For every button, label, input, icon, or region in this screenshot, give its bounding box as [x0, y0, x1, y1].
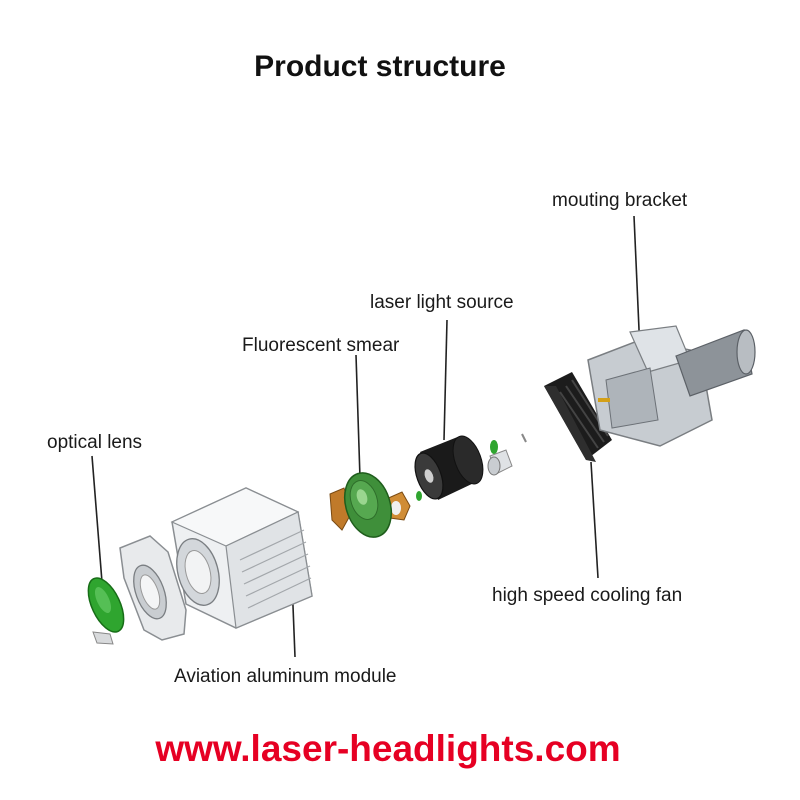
label-mounting-bracket: mouting bracket	[552, 190, 688, 211]
laser-diode-part	[487, 433, 527, 476]
label-cooling-fan: high speed cooling fan	[492, 585, 683, 606]
page-title: Product structure	[254, 50, 506, 83]
optical-lens-part	[87, 577, 125, 645]
footer-website-url: www.laser-headlights.com	[155, 728, 621, 769]
lens-holder-part	[119, 535, 187, 641]
label-fluorescent-smear: Fluorescent smear	[242, 335, 400, 356]
laser-light-source-part	[414, 435, 484, 500]
leader-line-optical-lens	[91, 455, 103, 583]
label-optical-lens: optical lens	[47, 432, 143, 453]
label-laser-light-source: laser light source	[370, 292, 514, 313]
leader-line-fluorescent-smear	[355, 354, 361, 479]
leader-line-mounting-bracket	[633, 215, 641, 353]
mounting-bracket-part	[587, 325, 756, 447]
fluorescent-smear-part	[343, 472, 393, 538]
label-aluminum-module: Aviation aluminum module	[174, 666, 397, 687]
leader-line-laser-light-source	[443, 319, 448, 441]
aluminum-module-part	[170, 487, 313, 629]
leader-line-cooling-fan	[590, 461, 599, 579]
